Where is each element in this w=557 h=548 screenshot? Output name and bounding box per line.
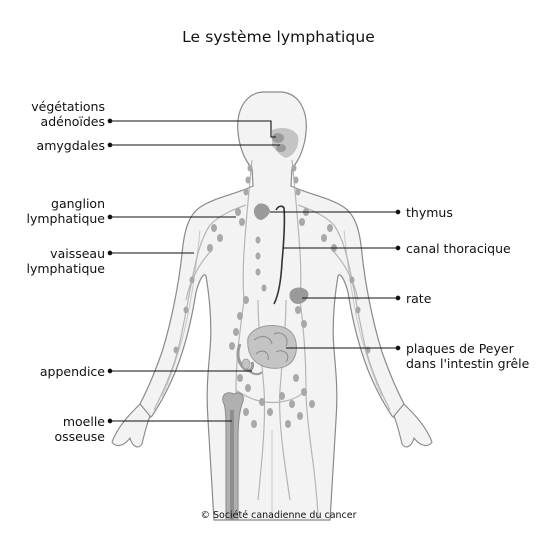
- label-line: osseuse: [54, 429, 106, 444]
- adenoid: [272, 133, 284, 143]
- label-canal-thoracique: canal thoracique: [406, 241, 511, 256]
- label-line: vaisseau: [50, 246, 105, 261]
- right-hand: [393, 403, 433, 448]
- label-appendice: appendice: [40, 364, 105, 379]
- label-line: végétations: [31, 99, 105, 114]
- copyright-notice: © Société canadienne du cancer: [200, 510, 357, 521]
- label-line: lymphatique: [26, 211, 106, 226]
- label-line: thymus: [406, 205, 453, 220]
- label-line: plaques de Peyer: [406, 341, 514, 356]
- spleen-organ: [289, 287, 309, 304]
- label-amygdales: amygdales: [37, 138, 105, 153]
- label-plaques-de-peyer: plaques de Peyer dans l'intestin grêle: [406, 341, 529, 371]
- label-line: dans l'intestin grêle: [406, 356, 530, 371]
- leader-lines: [107, 118, 401, 424]
- label-line: adénoïdes: [40, 114, 105, 129]
- label-rate: rate: [406, 291, 431, 306]
- marrow-core: [230, 410, 234, 520]
- label-thymus: thymus: [406, 205, 453, 220]
- label-ganglion-lymphatique: ganglion lymphatique: [27, 196, 106, 226]
- label-line: moelle: [62, 414, 105, 429]
- thoracic-duct: [273, 205, 286, 305]
- lymph-nodes: [173, 164, 371, 428]
- left-hand: [111, 403, 151, 448]
- label-line: appendice: [39, 364, 105, 379]
- label-line: ganglion: [51, 196, 105, 211]
- tonsil: [276, 144, 286, 152]
- diagram-title: Le système lymphatique: [182, 28, 375, 46]
- label-line: amygdales: [36, 138, 105, 153]
- thymus-organ: [253, 203, 270, 220]
- label-vaisseau-lymphatique: vaisseau lymphatique: [27, 246, 106, 276]
- label-line: rate: [406, 291, 432, 306]
- label-vegetations-adenoides: végétations adénoïdes: [31, 99, 105, 129]
- intestines: [236, 325, 297, 372]
- label-line: lymphatique: [26, 261, 106, 276]
- label-moelle-osseuse: moelle osseuse: [55, 414, 106, 444]
- body-silhouette: [117, 91, 427, 521]
- label-line: canal thoracique: [406, 241, 511, 256]
